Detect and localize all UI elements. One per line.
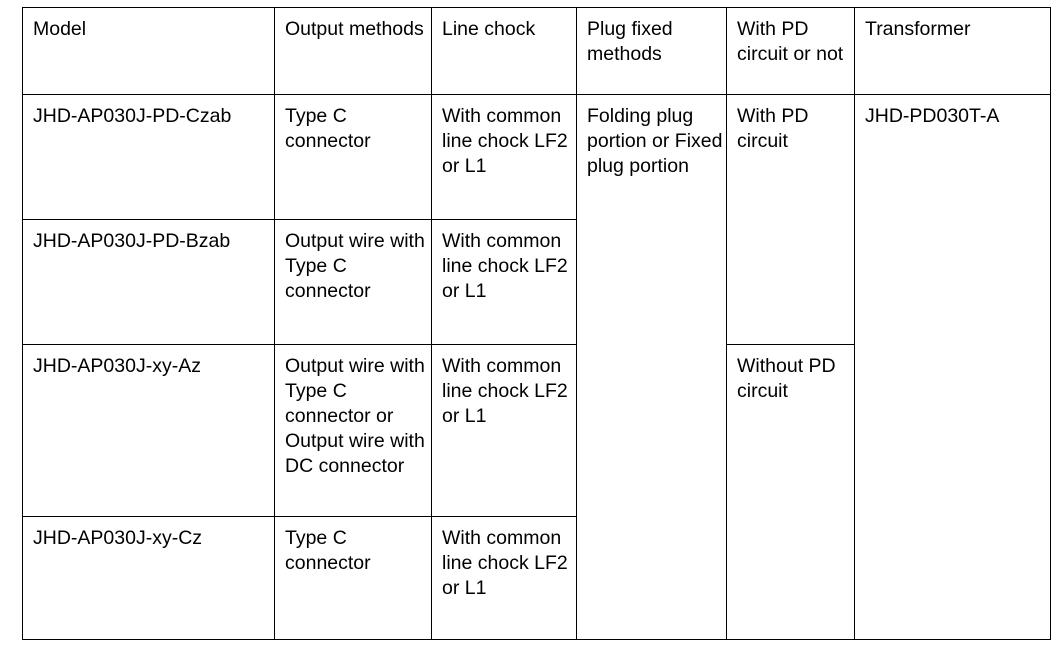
column-header-transformer: Transformer	[854, 7, 1051, 95]
cell-output-methods-value: Type C connector	[285, 105, 371, 152]
cell-model: JHD-AP030J-xy-Az	[22, 344, 275, 517]
cell-transformer: JHD-PD030T-A	[854, 94, 1051, 640]
column-header-model-label: Model	[33, 18, 87, 40]
cell-line-chock: With common line chock LF2 or L1	[431, 94, 577, 220]
cell-with-pd-circuit-value: With PD circuit	[737, 105, 809, 152]
cell-line-chock: With common line chock LF2 or L1	[431, 516, 577, 640]
column-header-line-chock: Line chock	[431, 7, 577, 95]
cell-line-chock-value: With common line chock LF2 or L1	[442, 355, 568, 427]
column-header-with-pd-circuit-or-not: With PD circuit or not	[726, 7, 855, 95]
table-row: JHD-AP030J-xy-Az Output wire with Type C…	[22, 344, 1051, 640]
column-header-model: Model	[22, 7, 275, 95]
cell-transformer-value: JHD-PD030T-A	[865, 105, 1000, 127]
column-header-transformer-label: Transformer	[865, 18, 971, 40]
cell-model: JHD-AP030J-PD-Bzab	[22, 219, 275, 345]
cell-model-value: JHD-AP030J-xy-Cz	[33, 527, 203, 549]
spec-table-container: Model Output methods Line chock Plug fix…	[22, 7, 1051, 640]
cell-output-methods: Output wire with Type C connector or Out…	[274, 344, 432, 517]
cell-output-methods: Type C connector	[274, 516, 432, 640]
cell-output-methods-value: Type C connector	[285, 527, 371, 574]
cell-model: JHD-AP030J-xy-Cz	[22, 516, 275, 640]
cell-without-pd-circuit-value: Without PD circuit	[737, 355, 836, 402]
cell-output-methods: Output wire with Type C connector	[274, 219, 432, 345]
product-specification-table: Model Output methods Line chock Plug fix…	[22, 7, 1051, 640]
table-row: JHD-AP030J-PD-Czab Type C connector With…	[22, 94, 1051, 640]
cell-output-methods: Type C connector	[274, 94, 432, 220]
cell-line-chock-value: With common line chock LF2 or L1	[442, 527, 568, 599]
column-header-plug-fixed-methods: Plug fixed methods	[576, 7, 727, 95]
column-header-output-methods-label: Output methods	[285, 18, 424, 40]
table-header-row: Model Output methods Line chock Plug fix…	[22, 7, 1051, 95]
cell-without-pd-circuit: Without PD circuit	[726, 344, 855, 640]
cell-line-chock: With common line chock LF2 or L1	[431, 344, 577, 517]
cell-output-methods-value: Output wire with Type C connector	[285, 230, 425, 302]
cell-output-methods-value: Output wire with Type C connector or Out…	[285, 355, 425, 477]
column-header-plug-fixed-methods-label: Plug fixed methods	[587, 18, 673, 65]
column-header-output-methods: Output methods	[274, 7, 432, 95]
cell-model-value: JHD-AP030J-PD-Czab	[33, 105, 232, 127]
cell-model-value: JHD-AP030J-xy-Az	[33, 355, 201, 377]
cell-model: JHD-AP030J-PD-Czab	[22, 94, 275, 220]
cell-plug-fixed-methods: Folding plug portion or Fixed plug porti…	[576, 94, 727, 640]
cell-line-chock-value: With common line chock LF2 or L1	[442, 230, 568, 302]
cell-line-chock: With common line chock LF2 or L1	[431, 219, 577, 345]
table-row: JHD-AP030J-xy-Cz Type C connector With c…	[22, 516, 1051, 640]
cell-line-chock-value: With common line chock LF2 or L1	[442, 105, 568, 177]
cell-model-value: JHD-AP030J-PD-Bzab	[33, 230, 231, 252]
cell-plug-fixed-methods-value: Folding plug portion or Fixed plug porti…	[587, 105, 723, 177]
table-row: JHD-AP030J-PD-Bzab Output wire with Type…	[22, 219, 1051, 345]
column-header-with-pd-circuit-or-not-label: With PD circuit or not	[737, 18, 844, 65]
cell-with-pd-circuit: With PD circuit	[726, 94, 855, 345]
column-header-line-chock-label: Line chock	[442, 18, 536, 40]
